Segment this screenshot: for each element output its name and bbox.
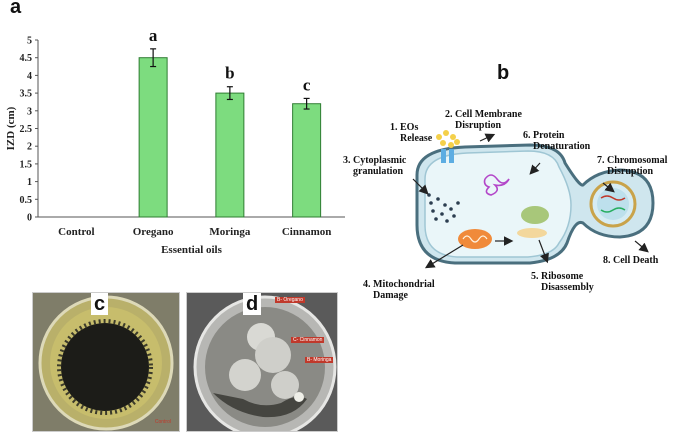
control-plate-label: Control (154, 419, 171, 425)
y-tick-label-1: 0.5 (20, 195, 33, 206)
significance-letter-oregano: a (149, 26, 158, 45)
x-tick-label-control: Control (58, 226, 94, 238)
y-tick-label-0: 0 (27, 213, 32, 224)
panel-label-a: a (10, 0, 22, 18)
y-tick-label-7: 3.5 (20, 89, 33, 100)
y-tick-label-8: 4 (27, 71, 32, 82)
mitochondrion-icon (458, 229, 492, 249)
significance-letter-cinnamon: c (303, 75, 311, 94)
bar-cinnamon (292, 103, 322, 218)
bar-moringa (215, 92, 245, 218)
y-tick-label-5: 2.5 (20, 124, 33, 135)
nucleus-inner (597, 188, 629, 220)
membrane-channel-icon (441, 149, 454, 163)
x-tick-label-oregano: Oregano (133, 226, 174, 238)
protein-icon (483, 174, 510, 196)
eo-droplets-icon (436, 130, 460, 148)
granules-icon (427, 193, 460, 223)
y-tick-label-9: 4.5 (20, 53, 33, 64)
panel-label-c: c (91, 293, 109, 315)
ribosome-subunit-icon (517, 228, 547, 238)
chromosome-icon-2 (600, 207, 626, 213)
x-axis-label: Essential oils (161, 244, 223, 256)
y-tick-label-10: 5 (27, 36, 32, 47)
photo-treated-plate: d B- Oregano C- Cinnamon B- Moringa (186, 292, 338, 432)
bar-oregano (138, 57, 168, 218)
x-tick-label-cinnamon: Cinnamon (282, 226, 332, 238)
y-tick-label-6: 3 (27, 106, 32, 117)
plate-label-oregano: B- Oregano (275, 297, 305, 303)
y-tick-label-3: 1.5 (20, 159, 33, 170)
panel-label-b: b (497, 62, 510, 84)
plate-label-cinnamon: C- Cinnamon (291, 337, 325, 343)
step-label-death: 8. Cell Death (603, 255, 659, 266)
photo-control-plate: c Control (32, 292, 180, 432)
chromosome-icon (600, 195, 626, 201)
y-tick-label-4: 2 (27, 142, 32, 153)
significance-letter-moringa: b (225, 64, 234, 83)
plate-label-moringa: B- Moringa (305, 357, 334, 363)
panel-label-d: d (243, 293, 262, 315)
y-tick-label-2: 1 (27, 177, 32, 188)
y-axis-label: IZD (cm) (5, 106, 17, 150)
ribosome-icon (521, 206, 549, 224)
x-tick-label-moringa: Moringa (209, 226, 250, 238)
